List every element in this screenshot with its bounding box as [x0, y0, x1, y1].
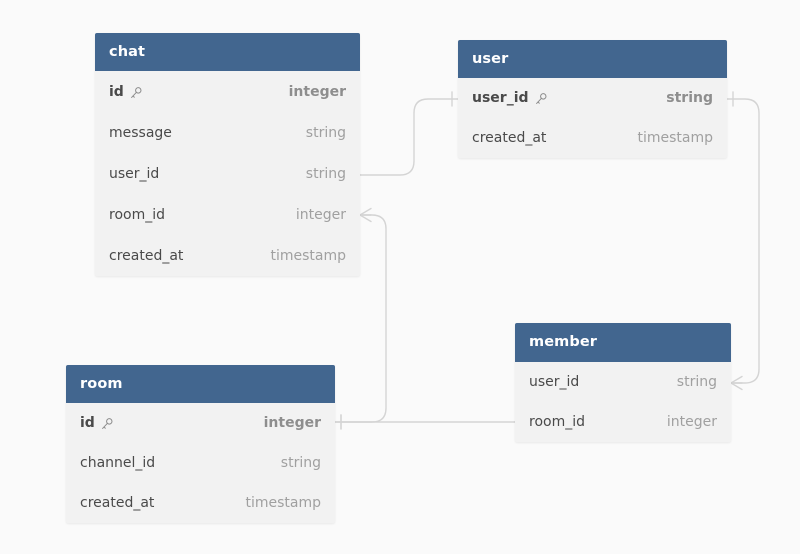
- table-title: user: [472, 50, 509, 67]
- column-name: user_id: [529, 374, 580, 390]
- table-row[interactable]: created_at timestamp: [66, 483, 335, 523]
- primary-key-icon: [534, 92, 548, 106]
- column-name: user_id: [472, 90, 529, 106]
- column-name: id: [109, 83, 124, 100]
- primary-key-icon: [129, 86, 143, 100]
- relationship-room-member: [334, 414, 527, 430]
- column-name-cell: id: [109, 84, 143, 100]
- column-name: created_at: [80, 495, 155, 511]
- table-row[interactable]: user_id string: [458, 78, 727, 118]
- table-chat[interactable]: chat id integer message string user_id string r…: [95, 33, 360, 276]
- column-type: string: [280, 455, 321, 471]
- table-title: chat: [109, 43, 146, 60]
- table-header-user[interactable]: user: [458, 40, 727, 78]
- column-type: integer: [263, 415, 321, 431]
- table-header-chat[interactable]: chat: [95, 33, 360, 71]
- column-name: created_at: [109, 247, 184, 264]
- column-name-cell: user_id: [109, 166, 159, 182]
- column-type: string: [305, 165, 346, 182]
- table-row[interactable]: created_at timestamp: [458, 118, 727, 158]
- column-name-cell: channel_id: [80, 455, 155, 471]
- column-name-cell: user_id: [472, 90, 548, 106]
- table-member[interactable]: member user_id string room_id integer: [515, 323, 731, 442]
- column-name-cell: created_at: [472, 130, 546, 146]
- table-row[interactable]: user_id string: [515, 362, 731, 402]
- column-type: timestamp: [245, 495, 321, 511]
- column-name: message: [109, 124, 172, 141]
- column-type: integer: [295, 206, 346, 223]
- table-header-room[interactable]: room: [66, 365, 335, 403]
- table-user[interactable]: user user_id string created_at timestamp: [458, 40, 727, 158]
- column-type: string: [305, 124, 346, 141]
- column-type: timestamp: [270, 247, 346, 264]
- column-name-cell: created_at: [80, 495, 154, 511]
- column-name: user_id: [109, 165, 160, 182]
- table-row[interactable]: channel_id string: [66, 443, 335, 483]
- column-type: string: [666, 90, 713, 106]
- column-name-cell: created_at: [109, 248, 183, 264]
- column-name: id: [80, 415, 95, 431]
- table-header-member[interactable]: member: [515, 323, 731, 362]
- column-name: room_id: [109, 206, 165, 223]
- column-type: string: [676, 374, 717, 390]
- column-name: created_at: [472, 130, 547, 146]
- table-row[interactable]: room_id integer: [515, 402, 731, 442]
- primary-key-icon: [100, 417, 114, 431]
- column-name-cell: id: [80, 415, 114, 431]
- column-name-cell: room_id: [529, 414, 585, 430]
- table-room[interactable]: room id integer channel_id string created_at t…: [66, 365, 335, 523]
- table-row[interactable]: id integer: [95, 71, 360, 112]
- table-row[interactable]: id integer: [66, 403, 335, 443]
- relationship-user-member: [726, 91, 760, 391]
- column-name: room_id: [529, 414, 585, 430]
- table-row[interactable]: created_at timestamp: [95, 235, 360, 276]
- relationship-chat-user: [348, 91, 459, 183]
- table-title: member: [529, 334, 598, 351]
- table-row[interactable]: room_id integer: [95, 194, 360, 235]
- column-name-cell: room_id: [109, 207, 165, 223]
- column-type: integer: [288, 83, 346, 100]
- column-type: timestamp: [637, 130, 713, 146]
- column-name: channel_id: [80, 455, 156, 471]
- table-row[interactable]: user_id string: [95, 153, 360, 194]
- column-name-cell: message: [109, 125, 172, 141]
- column-name-cell: user_id: [529, 374, 579, 390]
- column-type: integer: [666, 414, 717, 430]
- table-title: room: [80, 375, 123, 392]
- table-row[interactable]: message string: [95, 112, 360, 153]
